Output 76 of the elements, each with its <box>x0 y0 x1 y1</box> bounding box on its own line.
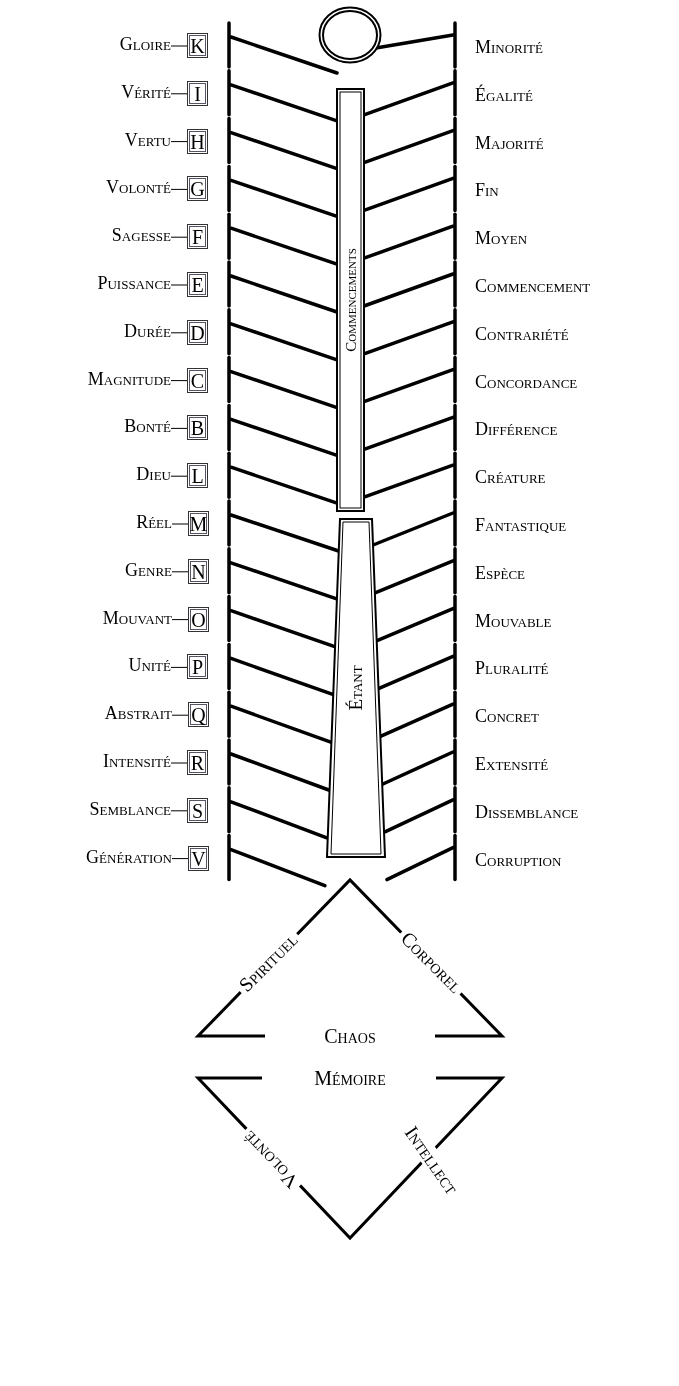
term-text: Magnitude <box>87 368 171 389</box>
letter-box: P <box>187 654 208 680</box>
letter-box: S <box>187 797 208 823</box>
vertical-pillar <box>336 88 365 512</box>
connector-line <box>170 475 188 477</box>
term-text: Moyen <box>475 228 528 249</box>
letter-box: L <box>187 463 208 489</box>
connector-line <box>171 619 189 621</box>
term-text: Puissance <box>97 273 171 293</box>
letter-box: C <box>187 367 208 393</box>
term-text: Commencement <box>475 276 591 296</box>
pillar-text: Étant <box>345 665 367 711</box>
term-text: Concordance <box>475 371 578 392</box>
term-text: Genre <box>125 559 172 580</box>
letter-box: K <box>187 33 208 58</box>
term-text: Créature <box>475 467 546 488</box>
term-text: Espèce <box>475 562 525 583</box>
term-text: Bonté <box>124 416 171 437</box>
connector-line <box>170 93 188 95</box>
term-text: Extensité <box>475 754 549 774</box>
connector-line <box>170 236 188 238</box>
letter-box: Q <box>188 702 209 728</box>
letter-box: D <box>187 319 208 345</box>
term-text: Pluralité <box>475 658 549 679</box>
letter-box: I <box>187 80 208 106</box>
connector-line <box>170 810 188 812</box>
connector-line <box>170 666 188 668</box>
term-text: Abstrait <box>104 703 172 724</box>
letter-box: G <box>187 176 208 202</box>
term-text: Mouvant <box>102 607 172 628</box>
connector-line <box>170 284 188 286</box>
term-text: Majorité <box>475 132 544 153</box>
term-text: Unité <box>128 655 171 676</box>
pillar-text: Commencements <box>342 248 359 352</box>
term-text: Volonté <box>106 177 171 198</box>
term-text: Contrariété <box>475 323 569 344</box>
term-text: Sagesse <box>111 225 171 246</box>
letter-box: V <box>188 845 209 871</box>
term-text: Fin <box>475 180 499 201</box>
connector-line <box>171 571 189 573</box>
connector-line <box>170 141 188 143</box>
connector-line <box>170 332 188 334</box>
letter-box: H <box>187 128 208 154</box>
term-text: Concret <box>475 706 539 727</box>
letter-box: F <box>187 224 208 250</box>
term-text: Minorité <box>475 37 543 57</box>
term-text: Dieu <box>136 464 171 485</box>
term-text: Mouvable <box>475 610 552 631</box>
letter-box: R <box>187 750 208 775</box>
letter-box: E <box>187 272 208 297</box>
term-text: Intensité <box>102 751 171 771</box>
head-circle <box>318 6 382 64</box>
connector-line <box>171 523 189 525</box>
term-text: Réel <box>136 512 172 532</box>
term-text: Durée <box>124 320 171 341</box>
connector-line <box>171 714 189 716</box>
connector-line <box>171 858 189 860</box>
tapered-pillar <box>326 518 386 858</box>
term-text: Vérité <box>121 81 171 102</box>
term-text: Corruption <box>475 849 562 870</box>
term-text: Semblance <box>89 798 171 819</box>
term-text: Vertu <box>124 129 171 150</box>
term-text: Génération <box>86 846 172 867</box>
connector-line <box>170 380 188 382</box>
letter-box: N <box>188 558 209 584</box>
letter-box: B <box>187 415 208 441</box>
connector-line <box>170 45 188 47</box>
letter-box: O <box>188 606 209 632</box>
connector-line <box>170 762 188 764</box>
term-text: Fantastique <box>475 515 567 535</box>
term-text: Gloire <box>119 34 171 54</box>
term-text: Différence <box>475 419 558 440</box>
term-text: Dissemblance <box>475 801 579 822</box>
term-text: Égalité <box>475 84 533 105</box>
connector-line <box>170 188 188 190</box>
connector-line <box>170 427 188 429</box>
